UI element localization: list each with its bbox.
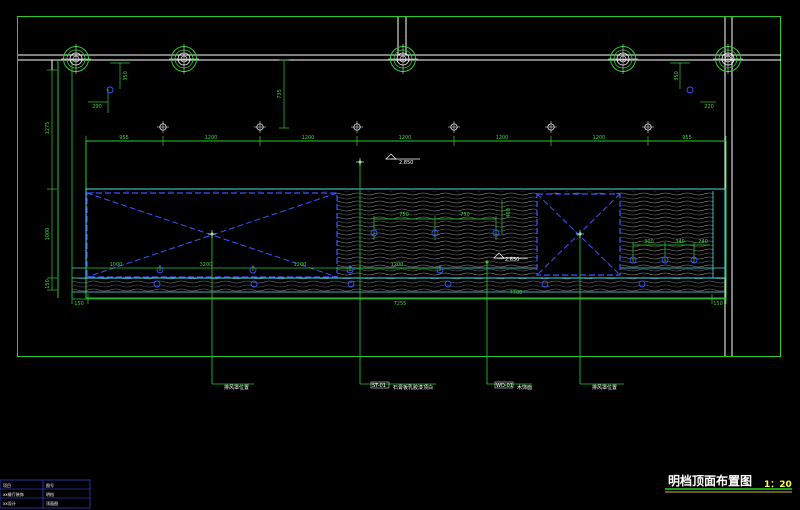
callout-gypsum: 石膏板乳胶漆顶白 xyxy=(393,384,433,391)
dim-text: 150 xyxy=(74,301,84,307)
top-dimension-chain xyxy=(47,59,727,304)
dim-text: 300 xyxy=(644,239,654,245)
callout-wood: 木饰面 xyxy=(517,384,532,391)
dim-text: 1200 xyxy=(294,262,307,268)
dim-text: 1200 xyxy=(496,135,509,141)
label-text: 项目 xyxy=(3,482,11,488)
wood-texture-lower xyxy=(72,278,724,292)
dim-text: 1200 xyxy=(205,135,218,141)
dim-text: 1200 xyxy=(302,135,315,141)
label-text: xx设计 xyxy=(3,500,16,506)
dim-text: 350 xyxy=(674,71,680,81)
dim-text: 1275 xyxy=(45,122,51,135)
dim-text: 240 xyxy=(698,239,708,245)
callout-hood-right: 排风罩位置 xyxy=(592,384,617,391)
label-text: 图号 xyxy=(46,482,54,488)
drawing-border xyxy=(17,16,781,357)
dim-text: 955 xyxy=(119,135,129,141)
dim-text: 1200 xyxy=(391,262,404,268)
dim-text: 150 xyxy=(713,301,723,307)
drawing-title: 明档顶面布置图 xyxy=(668,473,752,488)
callout-tag: ST-01 xyxy=(372,383,386,389)
dim-text: 7700 xyxy=(510,290,523,296)
callout-tag: WD-01 xyxy=(496,383,513,389)
dim-text: 1200 xyxy=(593,135,606,141)
title-block-texts: 项目 图号 xx餐厅装饰 明档 xx设计 顶面图 xyxy=(3,482,58,506)
dim-text: 350 xyxy=(123,71,129,81)
label-text: xx餐厅装饰 xyxy=(3,491,24,497)
dim-text: 750 xyxy=(460,212,470,218)
downlight-row xyxy=(156,120,655,134)
dim-text: 290 xyxy=(92,104,102,110)
dim-text: 150 xyxy=(45,279,51,289)
dim-text: 340 xyxy=(675,239,685,245)
label-text: 顶面图 xyxy=(46,500,58,506)
dimension-texts: 955 1200 1200 1200 1200 1200 955 1000 32… xyxy=(45,71,723,307)
level-text: 2.650 xyxy=(505,257,519,263)
dim-text: 735 xyxy=(277,89,283,99)
cross-markers xyxy=(208,158,584,238)
level-text: 2.850 xyxy=(399,160,413,166)
dim-text: 1000 xyxy=(110,262,123,268)
level-markers xyxy=(385,153,528,259)
dim-text: 220 xyxy=(704,104,714,110)
drawing-scale: 1：20 xyxy=(764,480,792,490)
callout-texts: 排风罩位置 ST-01 石膏板乳胶漆顶白 WD-01 木饰面 排风罩位置 xyxy=(224,381,617,391)
callout-hood-left: 排风罩位置 xyxy=(224,384,249,391)
pendant-light-row xyxy=(60,43,744,75)
dim-text: 955 xyxy=(682,135,692,141)
dim-text: 7255 xyxy=(394,301,407,307)
dim-text: 1200 xyxy=(399,135,412,141)
dim-text: 3200 xyxy=(200,262,213,268)
dim-text: 400 xyxy=(506,208,512,218)
title-block-grid xyxy=(0,479,91,509)
panel-dimension-lines xyxy=(85,200,710,271)
spotlight-fixtures xyxy=(106,86,698,288)
dim-text: 750 xyxy=(399,212,409,218)
callout-leaders xyxy=(211,162,624,385)
label-text: 明档 xyxy=(46,491,54,497)
dim-text: 1000 xyxy=(45,228,51,241)
